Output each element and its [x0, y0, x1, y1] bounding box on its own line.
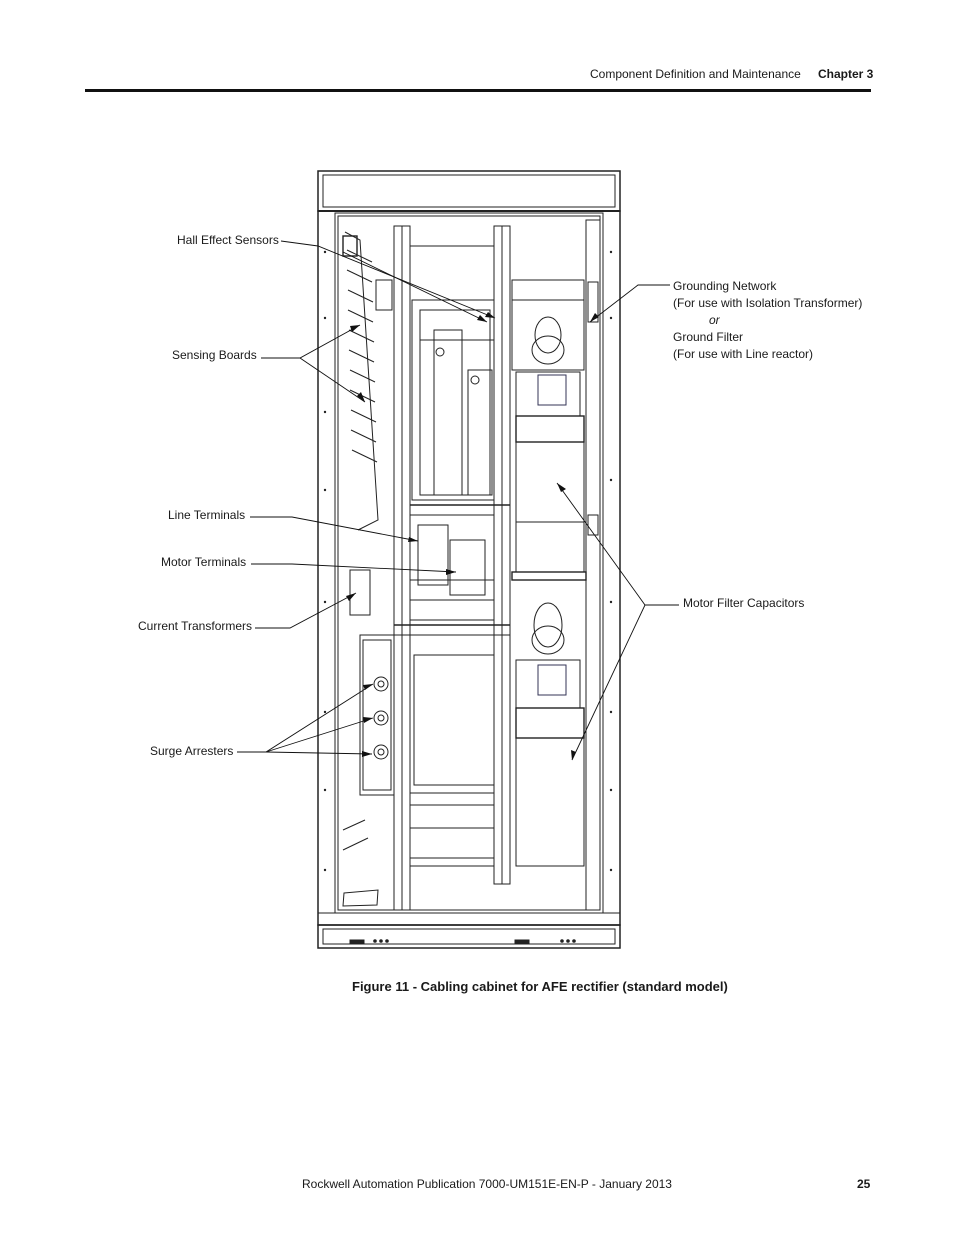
ground-filter-title: Ground Filter [673, 330, 744, 344]
motor-filter-capacitors [511, 279, 587, 867]
header-rule [85, 89, 871, 92]
label-line-terminals: Line Terminals [168, 508, 246, 522]
label-sensing-boards: Sensing Boards [172, 348, 257, 362]
grounding-network-title: Grounding Network [673, 279, 777, 293]
header-chapter: Chapter 3 [818, 67, 874, 81]
arrow-heads [346, 312, 599, 760]
label-grounding-network: Grounding Network (For use with Isolatio… [673, 278, 862, 363]
label-current-transformers: Current Transformers [138, 619, 253, 633]
lower-left-components [342, 569, 395, 907]
cabinet-top-hood [317, 170, 621, 212]
label-surge-arresters: Surge Arresters [150, 744, 234, 758]
left-frame-holes [323, 250, 613, 872]
callout-leaders [237, 240, 679, 761]
grounding-network-note: (For use with Isolation Transformer) [673, 296, 863, 310]
middle-rails [393, 225, 511, 911]
footer-publication: Rockwell Automation Publication 7000-UM1… [302, 1177, 672, 1191]
lower-mid-panel [409, 654, 495, 859]
figure-caption: Figure 11 - Cabling cabinet for AFE rect… [352, 979, 728, 994]
label-motor-terminals: Motor Terminals [161, 555, 247, 569]
ground-filter-note: (For use with Line reactor) [673, 347, 814, 361]
header-section-title: Component Definition and Maintenance [590, 67, 801, 81]
right-frame [585, 219, 601, 911]
page-number: 25 [857, 1177, 871, 1191]
label-hall-effect-sensors: Hall Effect Sensors [177, 233, 279, 247]
or-text: or [709, 313, 720, 327]
upper-power-module [411, 299, 495, 501]
label-motor-filter-capacitors: Motor Filter Capacitors [683, 596, 805, 610]
cabinet-frame [317, 210, 621, 926]
terminal-assembly [409, 514, 495, 621]
sensing-board-stack [342, 231, 393, 531]
cabinet-base [317, 924, 621, 949]
